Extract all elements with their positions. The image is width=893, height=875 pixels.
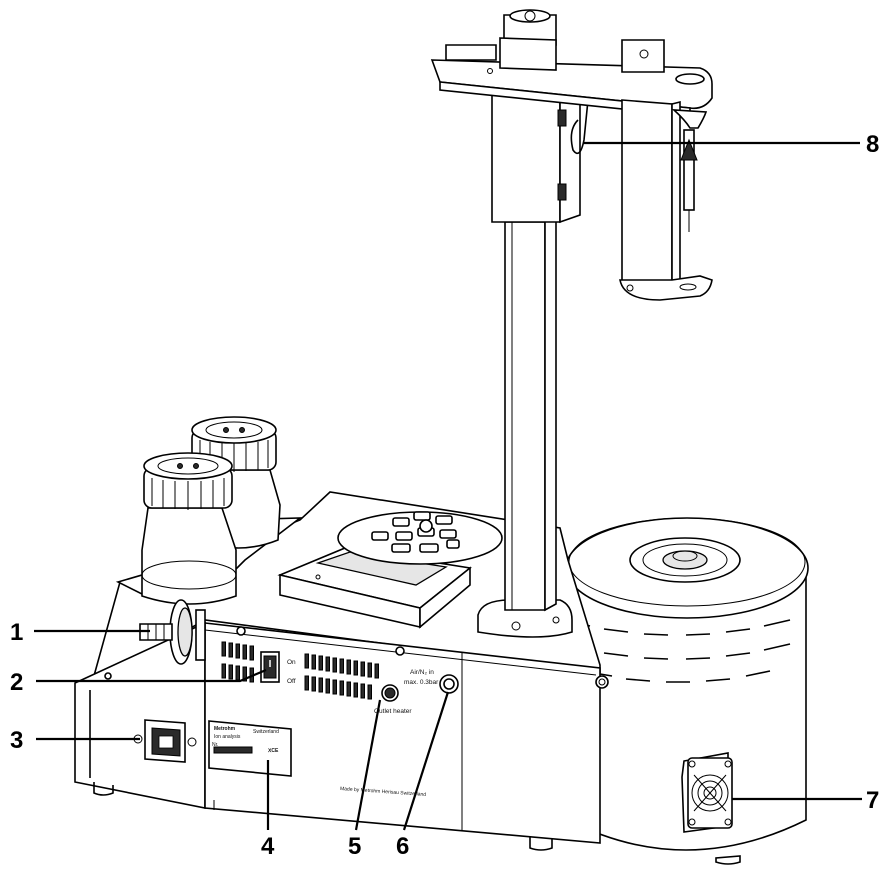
pump-head[interactable]	[139, 599, 206, 665]
callout-1: 1	[10, 619, 23, 646]
bottle-front	[141, 452, 237, 605]
plate-nr: Nr.	[212, 742, 218, 748]
gas-inlet-label-2: max. 0.3bar	[404, 679, 439, 686]
plate-brand-sub: Switzerland	[253, 729, 279, 735]
callout-7: 7	[866, 787, 879, 814]
power-switch[interactable]	[260, 651, 280, 683]
oven-unit	[565, 517, 809, 865]
plate-marks: ⅩCE	[267, 747, 279, 754]
callout-6: 6	[396, 833, 409, 860]
switch-off-label: Off	[287, 678, 296, 685]
type-plate: Metrohm Switzerland Ion analysis Nr. ⅩCE	[208, 720, 292, 777]
outlet-heater-connector[interactable]	[381, 684, 399, 702]
callout-3: 3	[10, 727, 23, 754]
callout-leaders	[34, 141, 862, 831]
gas-inlet-connector[interactable]	[439, 674, 459, 694]
needle-holder	[619, 99, 713, 301]
plate-brand: Metrohm	[214, 726, 236, 732]
switch-on-label: On	[287, 659, 296, 666]
fan-grille	[681, 752, 733, 833]
outlet-heater-label: Outlet heater	[374, 708, 412, 715]
callout-5: 5	[348, 833, 361, 860]
keypad[interactable]	[337, 511, 503, 565]
plate-ion: Ion analysis	[214, 734, 241, 740]
mains-socket[interactable]	[133, 719, 197, 763]
gas-inlet-label-1: Air/N₂ in	[410, 669, 434, 676]
callout-4: 4	[261, 833, 275, 860]
callout-8: 8	[866, 131, 879, 158]
top-arm	[430, 9, 713, 117]
callout-2: 2	[10, 669, 23, 696]
